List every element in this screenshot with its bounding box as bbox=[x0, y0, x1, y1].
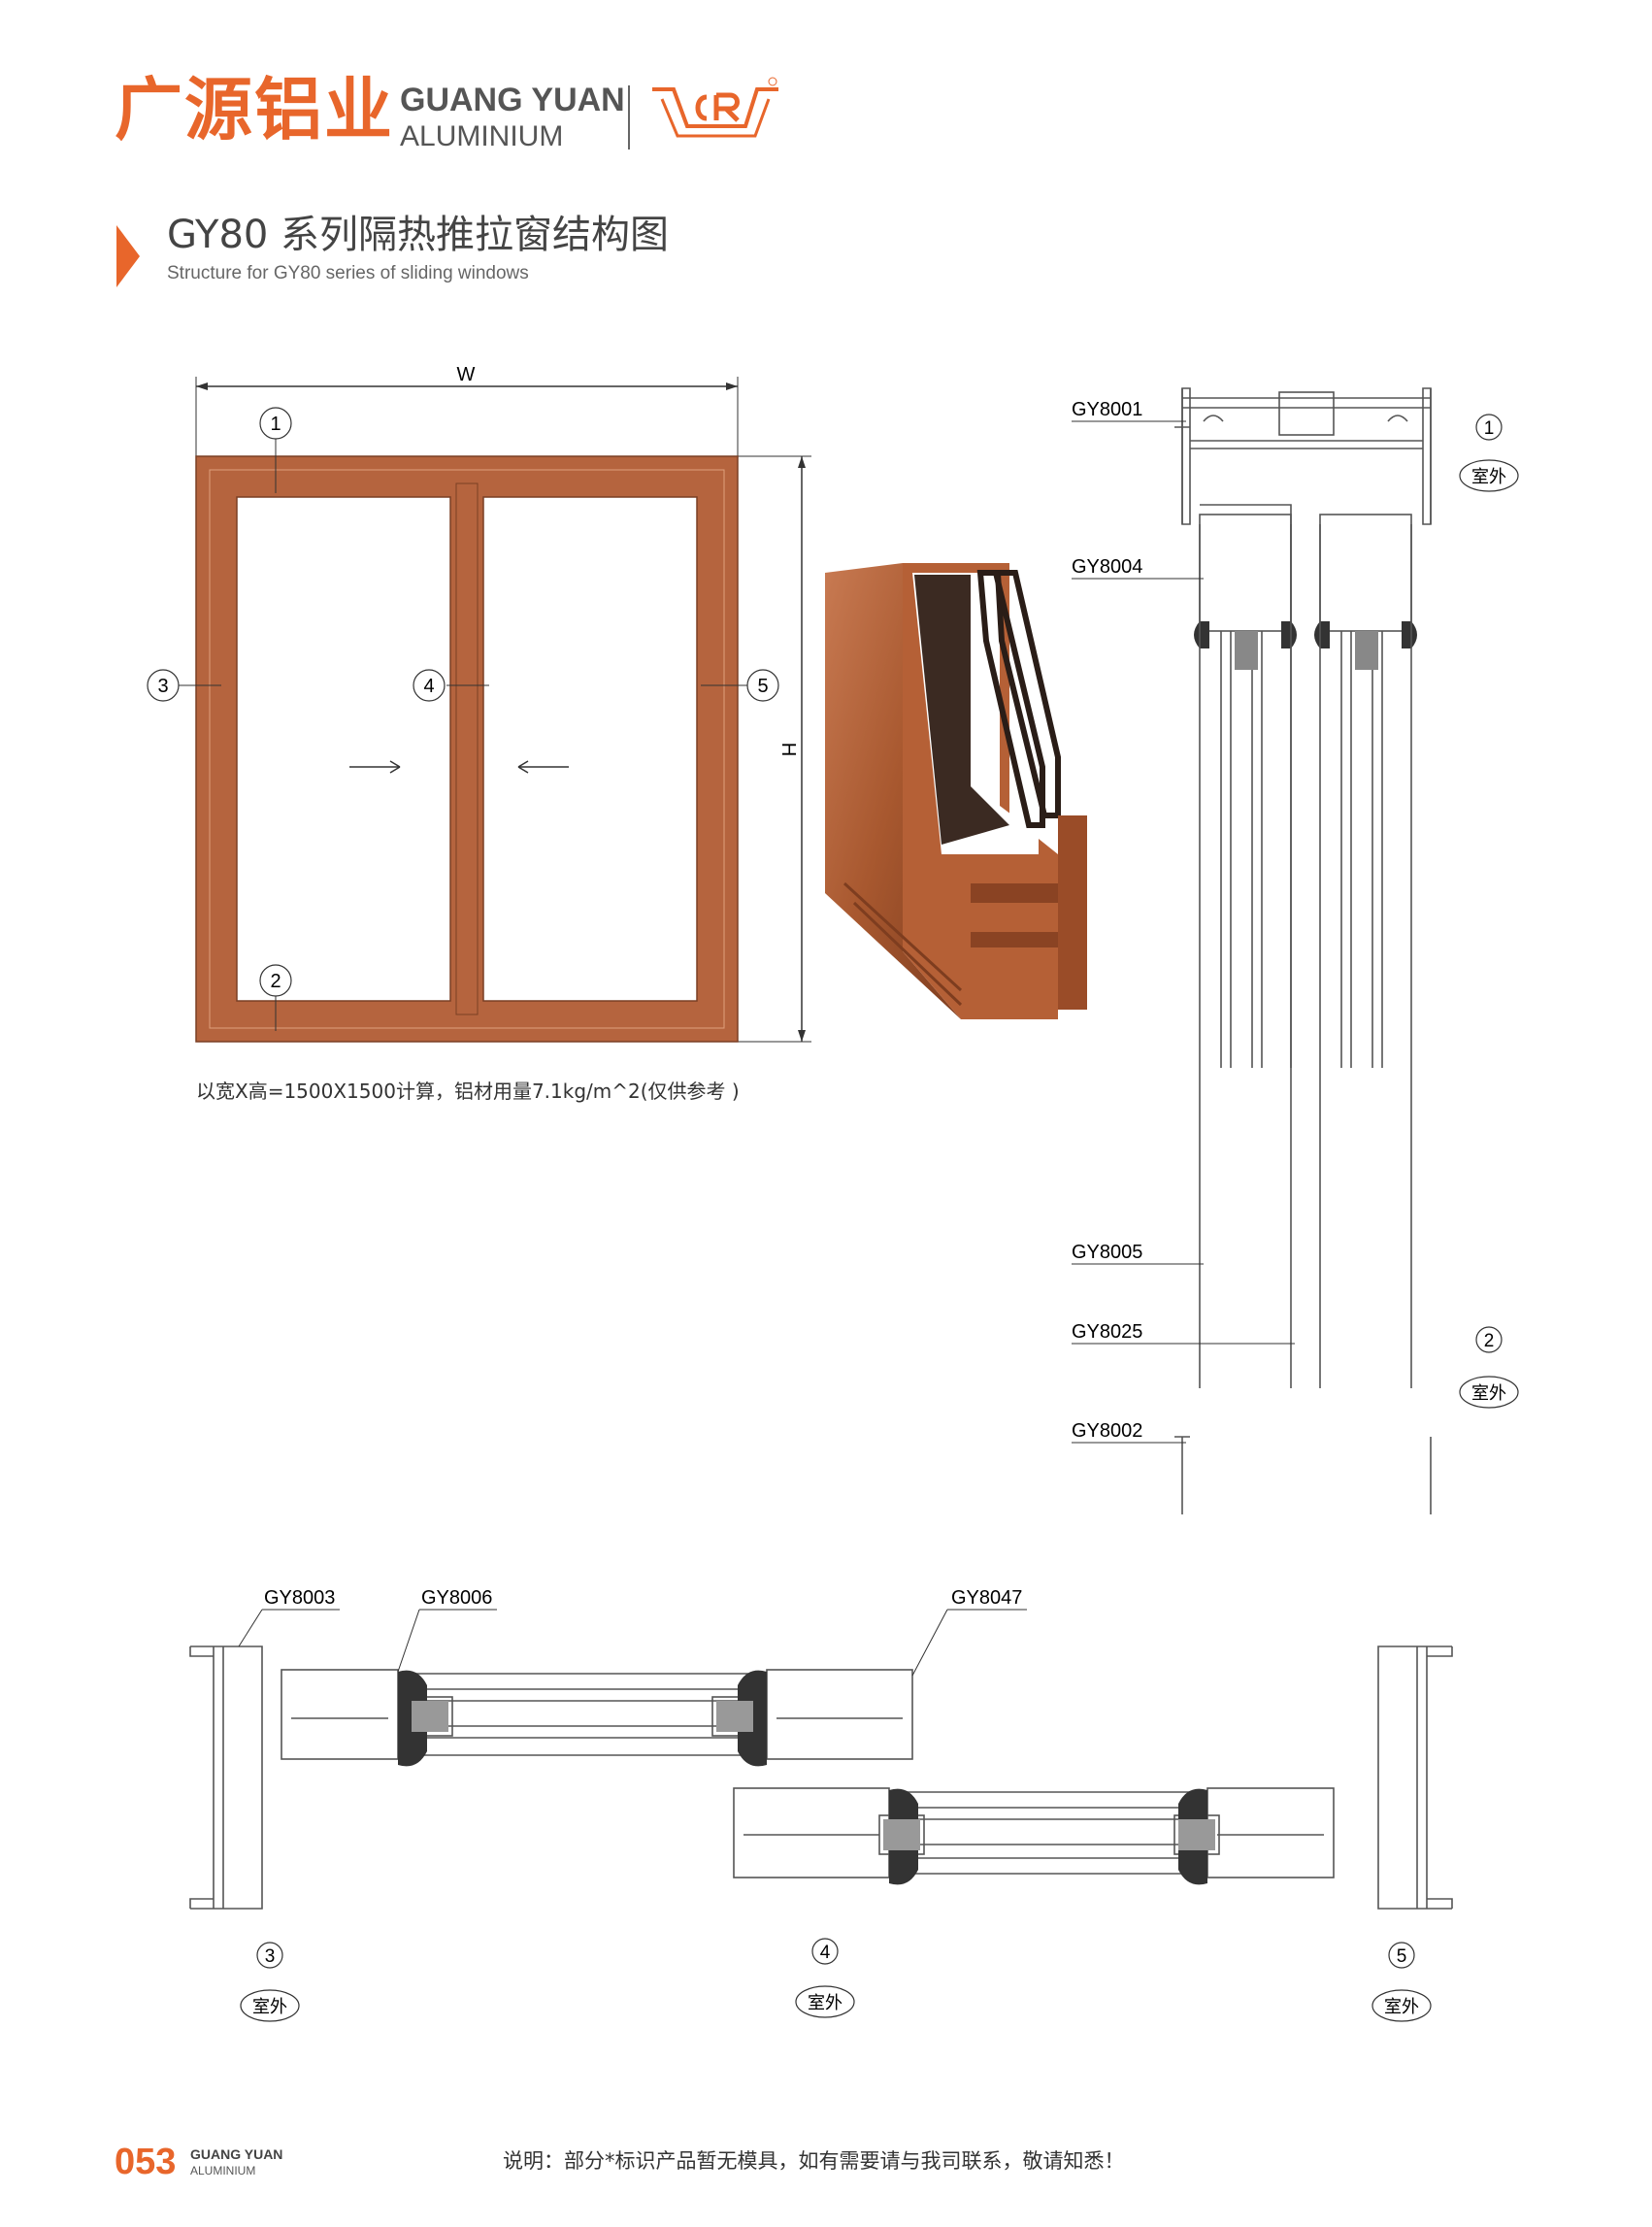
svg-text:4: 4 bbox=[423, 676, 434, 697]
page-number: 053 bbox=[115, 2142, 177, 2182]
svg-text:2: 2 bbox=[1484, 1331, 1495, 1351]
logo-english-name: GUANG YUAN bbox=[400, 82, 625, 118]
footer-brand-name: GUANG YUAN bbox=[190, 2146, 283, 2162]
page-title: GY80 系列隔热推拉窗结构图 bbox=[167, 213, 670, 257]
svg-text:室外: 室外 bbox=[808, 1993, 843, 2012]
outside-badge-top: 室外 bbox=[1459, 459, 1519, 492]
section-callout-3: 3 bbox=[256, 1942, 283, 1969]
left-sash bbox=[236, 496, 451, 1002]
callout-1: 1 bbox=[259, 407, 292, 440]
svg-text:室外: 室外 bbox=[252, 1997, 287, 2016]
callout-2: 2 bbox=[259, 964, 292, 997]
footer-brand-subtitle: ALUMINIUM bbox=[190, 2164, 256, 2177]
page-subtitle: Structure for GY80 series of sliding win… bbox=[167, 263, 529, 283]
section-callout-1: 1 bbox=[1475, 414, 1503, 441]
svg-text:5: 5 bbox=[757, 676, 768, 697]
label-gy8005: GY8005 bbox=[1072, 1242, 1142, 1263]
outside-badge-left: 室外 bbox=[240, 1989, 300, 2022]
section-callout-5: 5 bbox=[1388, 1942, 1415, 1969]
svg-text:室外: 室外 bbox=[1471, 467, 1506, 486]
svg-text:2: 2 bbox=[270, 971, 281, 992]
right-sash bbox=[482, 496, 698, 1002]
logo-english-subtitle: ALUMINIUM bbox=[400, 120, 564, 152]
label-gy8006: GY8006 bbox=[421, 1587, 492, 1609]
svg-text:3: 3 bbox=[265, 1946, 276, 1967]
svg-text:3: 3 bbox=[157, 676, 168, 697]
label-gy8047: GY8047 bbox=[951, 1587, 1022, 1609]
svg-text:室外: 室外 bbox=[1471, 1383, 1506, 1403]
callout-3: 3 bbox=[147, 669, 180, 702]
label-gy8025: GY8025 bbox=[1072, 1321, 1142, 1343]
outside-badge-center: 室外 bbox=[795, 1985, 855, 2018]
vertical-section-detail: GY8001 GY8004 GY8005 GY8025 GY8002 1 室外 … bbox=[1072, 388, 1519, 1514]
brand-mark-icon bbox=[652, 77, 778, 138]
footer-note: 说明：部分*标识产品暂无模具，如有需要请与我司联系，敬请知悉！ bbox=[503, 2149, 1125, 2173]
svg-text:5: 5 bbox=[1397, 1946, 1407, 1967]
title-marker-icon bbox=[116, 225, 140, 287]
logo-separator bbox=[628, 85, 630, 150]
svg-text:室外: 室外 bbox=[1384, 1997, 1419, 2016]
horizontal-section-drawing: GY8003 GY8006 GY8047 3 室外 4 室外 5 室外 bbox=[189, 1587, 1453, 2022]
logo-chinese-name: 广源铝业 bbox=[115, 70, 394, 150]
profile-3d-render bbox=[825, 563, 1087, 1019]
outside-badge-right: 室外 bbox=[1371, 1989, 1432, 2022]
material-usage-note: 以宽X高=1500X1500计算，铝材用量7.1kg/m^2(仅供参考 ) bbox=[196, 1080, 740, 1103]
height-dimension-label: H bbox=[777, 743, 799, 756]
label-gy8003: GY8003 bbox=[264, 1587, 335, 1609]
window-elevation-drawing: W H 1 2 3 4 5 bbox=[147, 364, 811, 1043]
svg-text:1: 1 bbox=[270, 414, 281, 435]
width-dimension-label: W bbox=[457, 364, 476, 385]
svg-text:4: 4 bbox=[820, 1943, 831, 1963]
outside-badge-bottom: 室外 bbox=[1459, 1376, 1519, 1409]
svg-text:1: 1 bbox=[1484, 418, 1495, 439]
label-gy8001: GY8001 bbox=[1072, 399, 1142, 420]
label-gy8002: GY8002 bbox=[1072, 1420, 1142, 1442]
label-gy8004: GY8004 bbox=[1072, 556, 1142, 578]
callout-5: 5 bbox=[746, 669, 779, 702]
section-callout-2: 2 bbox=[1475, 1326, 1503, 1353]
section-callout-4: 4 bbox=[811, 1938, 839, 1965]
callout-4: 4 bbox=[413, 669, 446, 702]
